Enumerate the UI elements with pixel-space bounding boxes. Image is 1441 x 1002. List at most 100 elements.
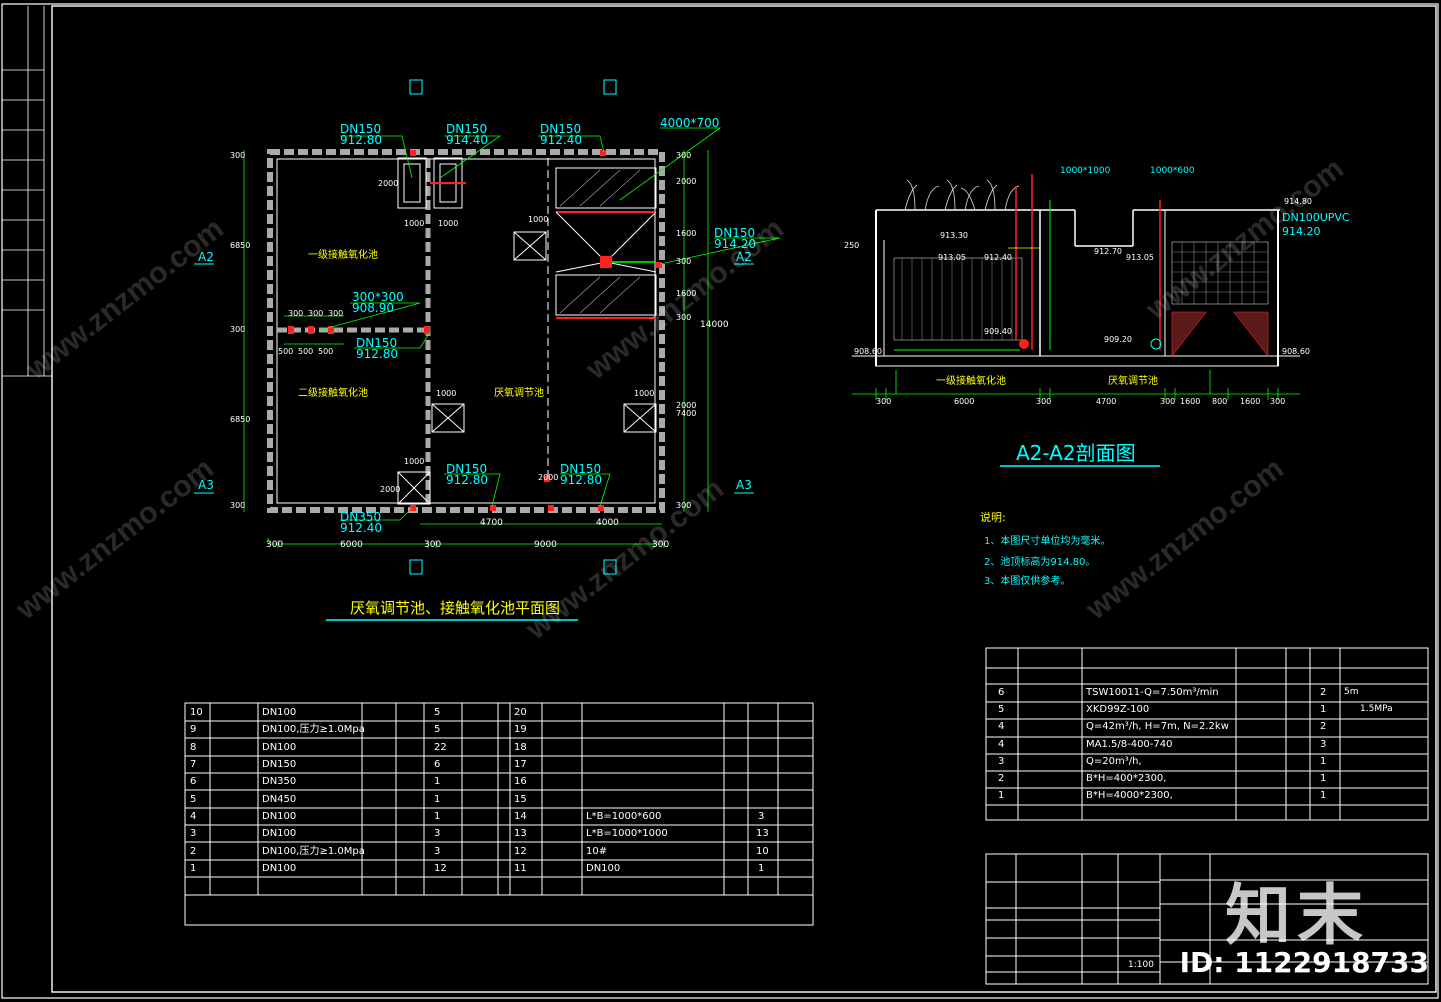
hopper-bottom [555,274,657,316]
room-label-3: 厌氧调节池 [494,388,544,399]
pipe-label-2-level: 914.40 [446,133,488,147]
pipe-label-6-level: 908.90 [352,301,394,315]
notes-heading: 说明: [980,511,1006,524]
lt-l-spec: DN100 [262,742,297,753]
pipe-label-1-level: 912.80 [340,133,382,147]
lt-l-qty: 12 [434,863,447,874]
lt-l-qty: 22 [434,742,447,753]
section-room-1: 一级接触氧化池 [936,376,1006,387]
section-base [875,355,1279,367]
pipe-label-7-level: 912.80 [356,347,398,361]
section-dim-8: 1600 [1240,397,1261,406]
lt-r-no: 11 [514,863,527,874]
section-label-1: 1000*1000 [1060,166,1111,176]
section-label-8: 912.70 [1094,247,1122,256]
outer-frame [1,3,1439,999]
section-dim-3: 300 [1036,397,1052,406]
section-label-14: 908.60 [1282,347,1310,356]
pipe-label-10-size: DN350 [340,510,382,524]
pipe-label-5-size: DN150 [714,226,756,240]
section-dim-4: 4700 [1096,397,1117,406]
lt-r-no: 20 [514,707,527,718]
small-dim-6: 500 [318,347,334,356]
pipe-label-7-size: DN150 [356,336,398,350]
local-dim-8: 2000 [380,485,401,494]
lt-r-no: 19 [514,724,527,735]
lt-r-spec: 10# [586,846,608,857]
dim-left-4: 6850 [230,415,251,424]
binding-strip [2,6,52,377]
lt-r-no: 12 [514,846,527,857]
section-dim-6: 1600 [1180,397,1201,406]
lt-l-spec: DN350 [262,776,297,787]
lt-l-spec: DN450 [262,794,297,805]
small-dim-2: 300 [308,309,324,318]
lt-r-no: 17 [514,759,527,770]
small-dim-5: 500 [298,347,314,356]
lt-l-spec: DN100,压力≥1.0Mpa [262,846,365,857]
lt-l-no: 4 [190,811,197,822]
rt-no: 5 [998,704,1005,715]
lt-l-no: 10 [190,707,203,718]
dim-right-5: 1600 [676,289,697,298]
rt-no: 1 [998,790,1005,801]
dim-bottom-1: 300 [266,540,284,550]
section-label-6: 913.05 [938,253,966,262]
section-label-7: 912.40 [984,253,1012,262]
rt-qty: 1 [1320,790,1327,801]
section-label-11: 909.40 [984,327,1012,336]
plants [904,179,1020,211]
dim-inner-1: 4700 [480,518,503,528]
left-table-grid [184,702,814,926]
section-mark-a3-left: A3 [198,478,214,492]
rt-qty: 2 [1320,687,1327,698]
right-table-grid [985,647,1429,821]
lt-r-spec: L*B=1000*600 [586,811,662,822]
local-dim-2: 1000 [404,219,425,228]
local-dim-3: 1000 [438,219,459,228]
plan-dimension-lines [243,150,709,548]
rt-qty: 3 [1320,739,1327,750]
rt-qty: 1 [1320,704,1327,715]
lt-l-spec: DN150 [262,759,297,770]
rt-spec: Q=42m³/h, H=7m, N=2.2kw [1086,721,1229,732]
lt-r-no: 18 [514,742,527,753]
lt-l-qty: 5 [434,707,441,718]
section-left-dim: 250 [844,241,860,250]
rt-no: 6 [998,687,1005,698]
section-label-12: 909.20 [1104,335,1132,344]
section-mark-a3-right: A3 [736,478,752,492]
room-label-2: 二级接触氧化池 [298,388,368,399]
rt-spec: B*H=4000*2300, [1086,790,1173,801]
lt-l-no: 8 [190,742,197,753]
dim-left-1: 300 [230,151,246,160]
dim-bottom-5: 300 [652,540,670,550]
lt-l-no: 1 [190,863,197,874]
title-block-grid [985,853,1429,985]
rt-no: 3 [998,756,1005,767]
section-label-3: DN100UPVC [1282,211,1350,224]
lt-r-no: 13 [514,828,527,839]
room-label-1: 一级接触氧化池 [308,250,378,261]
lt-r-spec: L*B=1000*1000 [586,828,668,839]
plan-outer-wall [267,149,665,513]
dim-right-8: 300 [676,501,692,510]
small-dim-1: 300 [288,309,304,318]
manholes [397,157,657,505]
dim-right-3: 1600 [676,229,697,238]
dim-right-2: 2000 [676,177,697,186]
pump-marker [600,256,612,268]
pipe-label-8-size: DN150 [446,462,488,476]
hopper-top [555,167,657,209]
lt-r-no: 15 [514,794,527,805]
rt-spec: Q=20m³/h, [1086,756,1142,767]
section-label-9: 913.05 [1126,253,1154,262]
dim-bottom-2: 6000 [340,540,363,550]
plan-view [194,79,781,621]
rt-no: 4 [998,739,1005,750]
section-label-2: 1000*600 [1150,166,1195,176]
local-dim-9: 2000 [538,473,559,482]
